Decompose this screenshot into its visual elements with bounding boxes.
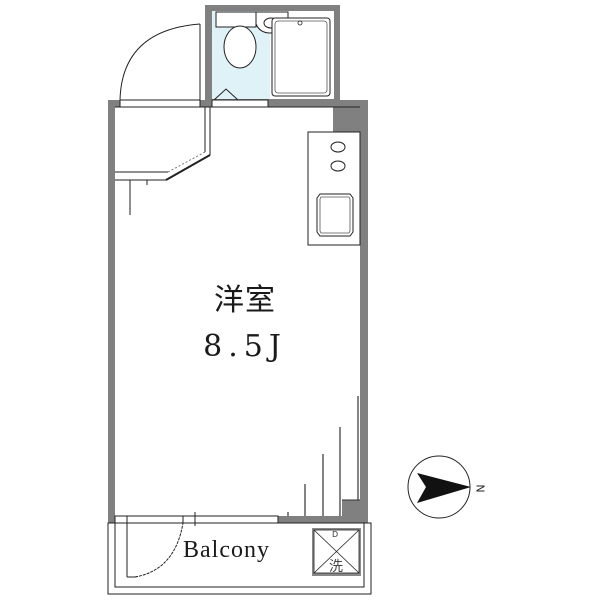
kitchen xyxy=(307,131,361,246)
walls xyxy=(108,100,368,523)
kitchen-sink-icon xyxy=(316,193,354,237)
closet xyxy=(287,396,360,516)
balcony-label: Balcony xyxy=(183,537,270,563)
bathroom-door-frame xyxy=(211,99,269,108)
room-name: 洋室 xyxy=(214,283,276,318)
drain-label: D xyxy=(332,530,339,539)
bathroom xyxy=(205,5,340,105)
stove-burner-icon xyxy=(330,141,346,153)
room-area: 8.5J xyxy=(203,329,287,364)
compass xyxy=(407,455,471,519)
north-arrow-icon xyxy=(417,473,471,503)
entry-area xyxy=(115,107,211,215)
entrance-door-frame xyxy=(119,99,201,108)
compass-north-label: N xyxy=(473,484,487,493)
balcony xyxy=(107,522,372,595)
washer-label: 洗 xyxy=(329,559,343,575)
toilet-icon xyxy=(223,25,257,69)
washer-space xyxy=(312,528,361,576)
stove-burner-icon xyxy=(330,160,346,172)
bathtub-icon xyxy=(271,17,331,97)
entrance-door-swing xyxy=(119,23,201,101)
